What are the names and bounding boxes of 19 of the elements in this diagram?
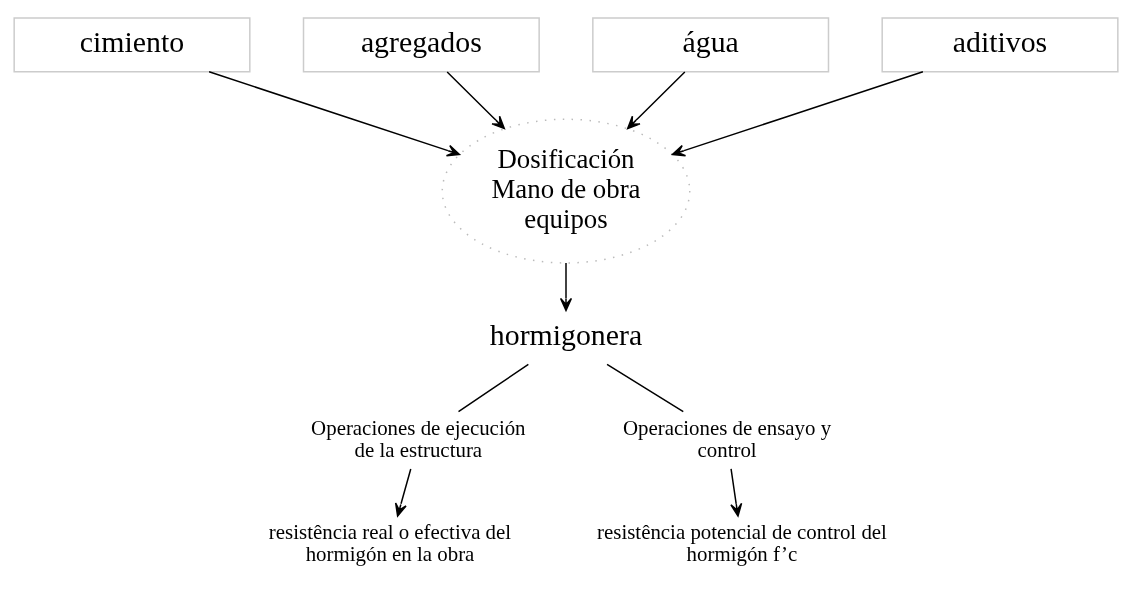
node-text: hormigonera xyxy=(489,317,643,351)
arrow xyxy=(626,70,686,129)
node-box: aditivos xyxy=(881,16,1119,72)
arrow xyxy=(671,70,924,157)
arrow xyxy=(208,70,461,157)
connector xyxy=(606,363,684,412)
connector xyxy=(457,363,530,412)
node-box: agregados xyxy=(302,16,540,72)
node-text: Operaciones de ensayo y control xyxy=(623,415,832,462)
arrow xyxy=(446,70,506,129)
node-box: cimiento xyxy=(13,16,251,72)
node-ellipse: Dosificación Mano de obra equipos xyxy=(441,118,691,264)
arrow xyxy=(730,467,743,517)
node-box: água xyxy=(592,16,830,72)
arrow xyxy=(394,467,412,517)
node-text: resistência potencial de control del hormigón f’c xyxy=(597,519,887,566)
node-text: resistência real o efectiva del hormigón en la obra xyxy=(268,519,512,566)
node-text: Operaciones de ejecución de la estructura xyxy=(311,415,526,462)
arrow xyxy=(559,261,573,311)
